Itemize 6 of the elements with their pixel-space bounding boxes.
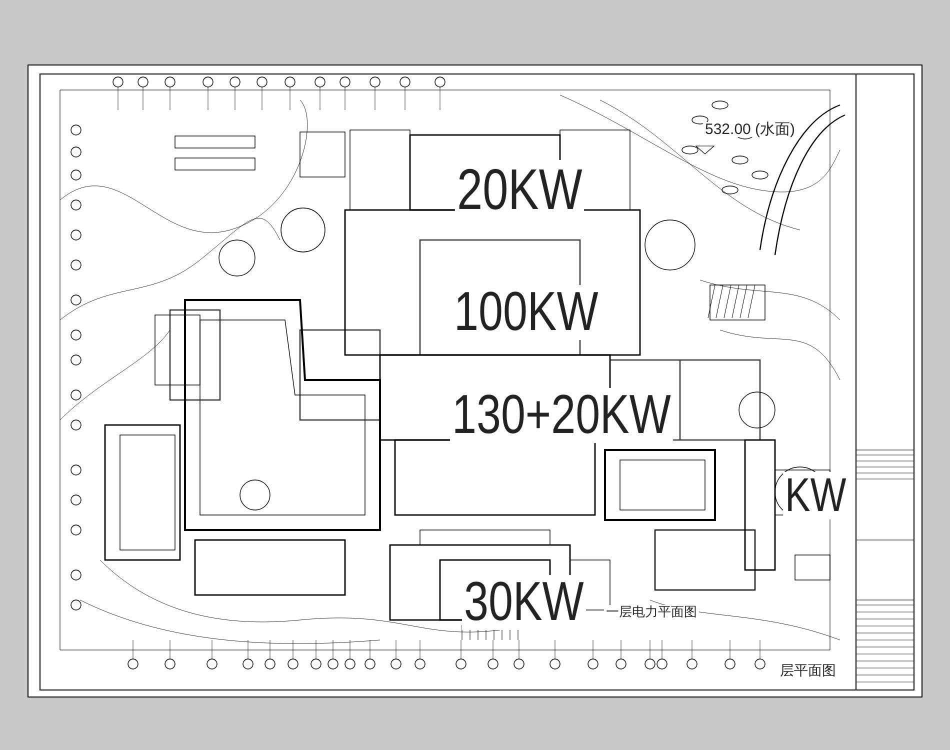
load-label: KW	[783, 472, 848, 520]
load-label: 130+20KW	[450, 388, 673, 443]
plan-title: 一层电力平面图	[604, 605, 699, 618]
sheet-title: 层平面图	[778, 663, 838, 677]
water-level-label: 532.00 (水面)	[703, 122, 798, 137]
load-label: 30KW	[462, 575, 586, 630]
